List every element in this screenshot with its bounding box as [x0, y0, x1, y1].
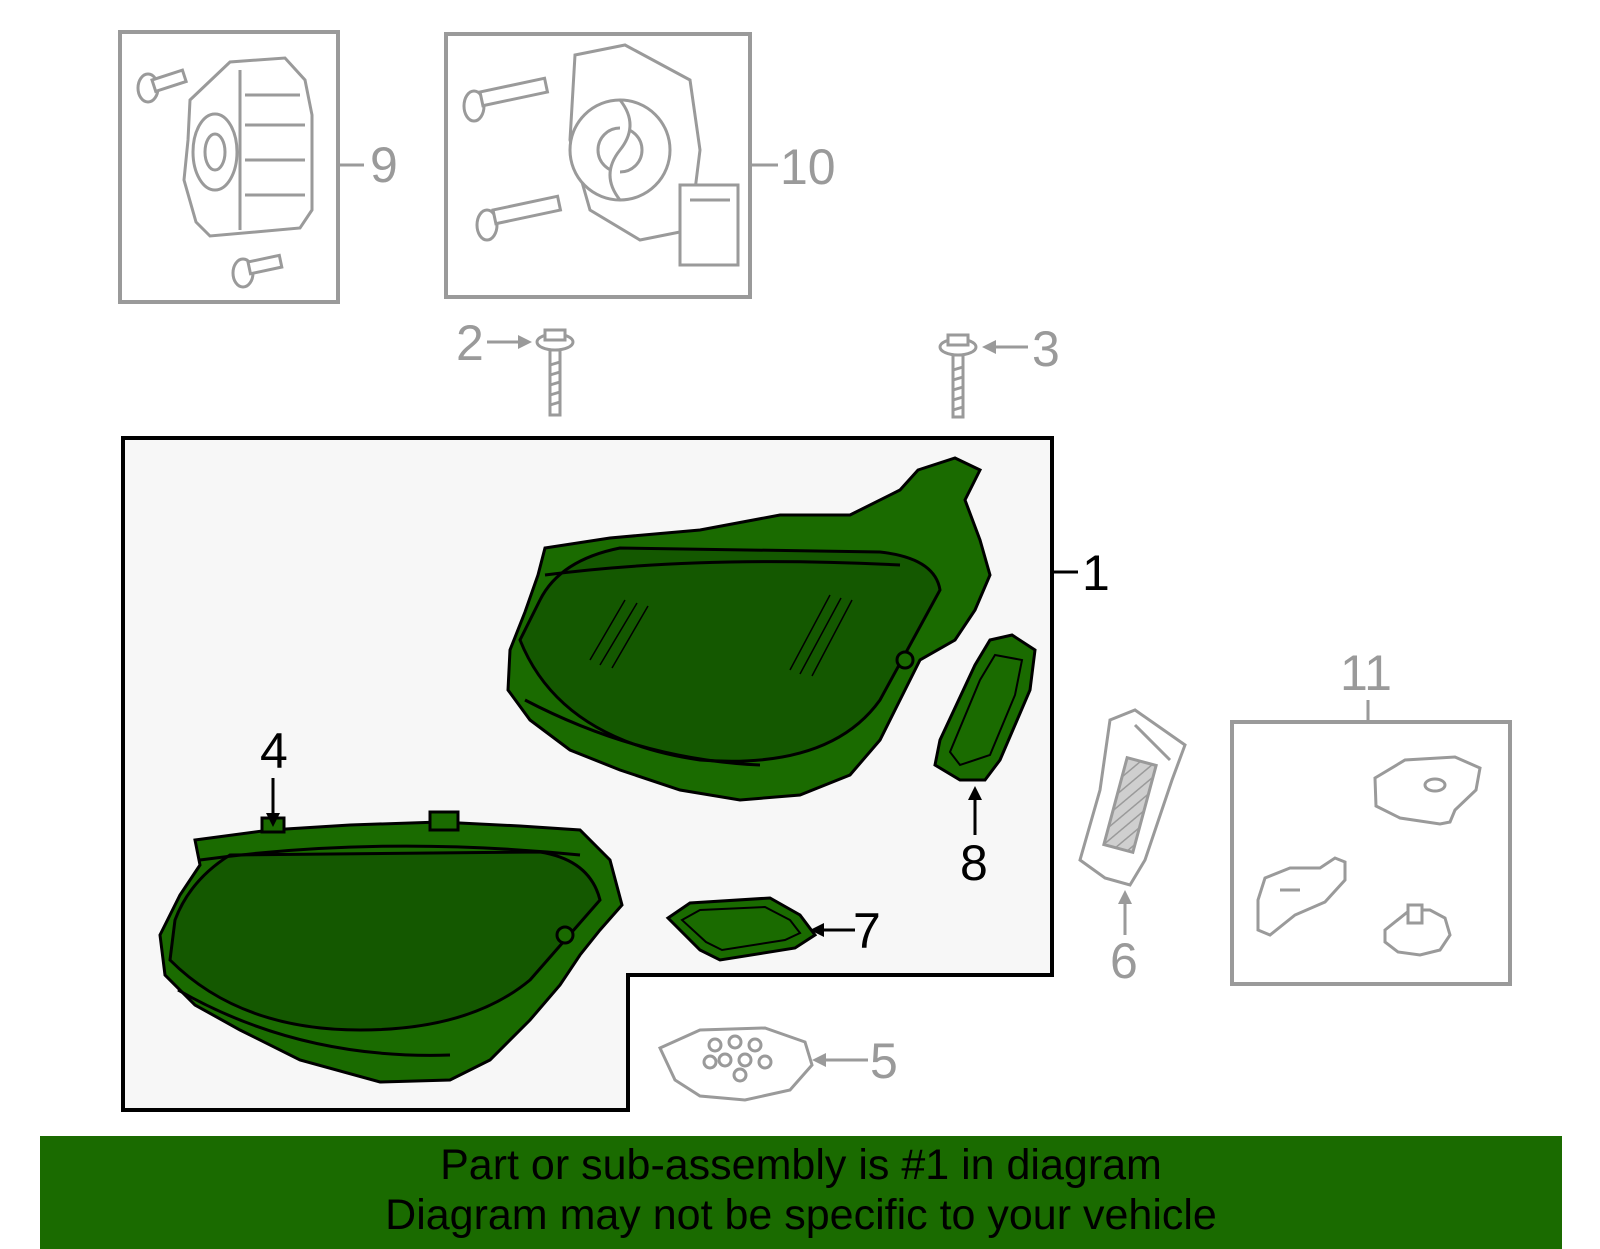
callout-4: 4 [260, 723, 288, 779]
arrow-head-icon [1118, 890, 1132, 904]
ballast-module-icon [657, 1026, 814, 1102]
part-9-group[interactable]: 9 [118, 30, 398, 304]
bolt-icon [938, 333, 978, 419]
arrow-head-icon [812, 1053, 826, 1067]
bolt-icon [535, 328, 575, 417]
arrow-head-icon [982, 340, 996, 354]
screw-icon [475, 194, 563, 242]
control-module-icon [1078, 708, 1187, 887]
cover-cap-icon [933, 633, 1037, 782]
part-8-group[interactable]: 8 [933, 633, 1037, 891]
part-7-group[interactable]: 7 [665, 896, 881, 962]
screw-icon [136, 68, 189, 104]
part-4-group[interactable]: 4 [260, 723, 288, 827]
part-3-group[interactable]: 3 [938, 321, 1060, 419]
banner-line-2: Diagram may not be specific to your vehi… [385, 1191, 1217, 1239]
callout-9: 9 [370, 137, 398, 193]
arrow-head-icon [518, 335, 532, 349]
fan-icon [568, 43, 740, 267]
part-6-group[interactable]: 6 [1078, 708, 1187, 989]
screw-icon [231, 253, 284, 289]
callout-2: 2 [456, 315, 484, 371]
arrow-head-icon [968, 786, 982, 800]
part-10-group[interactable]: 10 [444, 32, 836, 299]
right-headlamp-icon [506, 456, 992, 802]
callout-10: 10 [780, 139, 836, 195]
part-5-group[interactable]: 5 [657, 1026, 898, 1102]
clip-icon [1383, 903, 1452, 957]
callout-1: 1 [1082, 545, 1110, 601]
part-2-group[interactable]: 2 [456, 315, 575, 417]
part-1-group[interactable]: 1 8 [121, 436, 1110, 1112]
callout-11: 11 [1340, 645, 1392, 701]
callout-5: 5 [870, 1033, 898, 1089]
callout-8: 8 [960, 835, 988, 891]
clip-icon [1256, 856, 1347, 937]
callout-7: 7 [853, 903, 881, 959]
banner-line-1: Part or sub-assembly is #1 in diagram [440, 1141, 1162, 1189]
left-headlamp-icon [158, 810, 624, 1084]
headlamp-motor-icon [182, 56, 314, 238]
part-11-group[interactable]: 11 [1230, 645, 1512, 986]
screw-icon [462, 76, 550, 123]
callout-3: 3 [1032, 321, 1060, 377]
arrow-head-icon [810, 923, 824, 937]
arrow-head-icon [266, 813, 280, 827]
callout-6: 6 [1110, 933, 1138, 989]
bracket-icon [1373, 755, 1482, 826]
info-banner: Part or sub-assembly is #1 in diagram Di… [40, 1136, 1562, 1249]
